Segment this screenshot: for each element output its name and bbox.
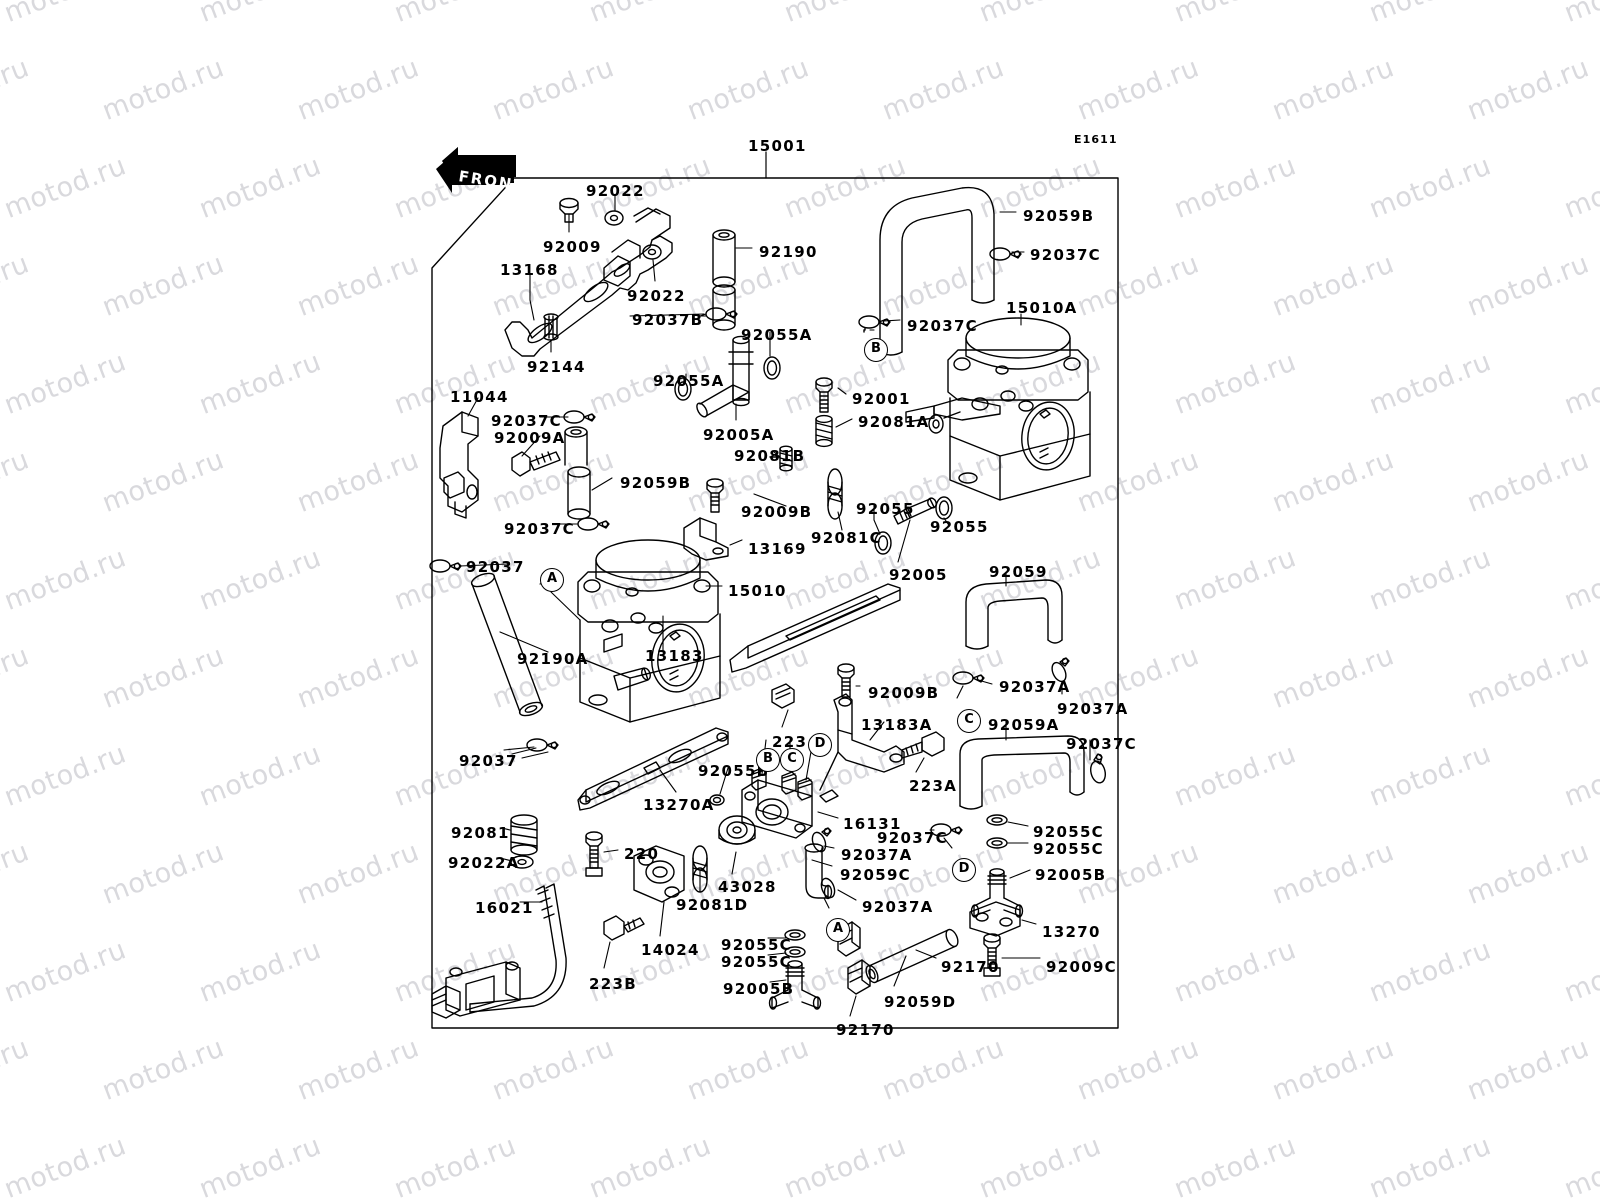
part-callout-15010[interactable]: 15010: [728, 582, 787, 600]
part-callout-92037C-t2[interactable]: 92037C: [907, 317, 978, 335]
part-callout-92037C-r[interactable]: 92037C: [1066, 735, 1137, 753]
part-callout-92144[interactable]: 92144: [527, 358, 586, 376]
part-callout-16021[interactable]: 16021: [475, 899, 534, 917]
part-callout-92170-r[interactable]: 92170: [941, 958, 1000, 976]
part-callout-92022A[interactable]: 92022A: [448, 854, 520, 872]
circled-ref-c: C: [957, 709, 981, 733]
part-callout-92055-2[interactable]: 92055: [930, 518, 989, 536]
part-callout-92009[interactable]: 92009: [543, 238, 602, 256]
part-callout-13168[interactable]: 13168: [500, 261, 559, 279]
part-callout-92005[interactable]: 92005: [889, 566, 948, 584]
diagram-frame: [431, 177, 1119, 1029]
circled-ref-b: B: [756, 748, 780, 772]
part-callout-92055C-r1[interactable]: 92055C: [1033, 823, 1104, 841]
part-callout-11044[interactable]: 11044: [450, 388, 509, 406]
part-callout-13270[interactable]: 13270: [1042, 923, 1101, 941]
part-callout-92005B-b[interactable]: 92005B: [723, 980, 795, 998]
part-callout-92059C[interactable]: 92059C: [840, 866, 911, 884]
part-callout-92001[interactable]: 92001: [852, 390, 911, 408]
part-callout-92190[interactable]: 92190: [759, 243, 818, 261]
carburetor-right: [905, 317, 1091, 501]
part-callout-13183[interactable]: 13183: [645, 647, 704, 665]
part-callout-92055C-b2[interactable]: 92055C: [721, 953, 792, 971]
part-callout-92081[interactable]: 92081: [451, 824, 510, 842]
part-callout-92037A-r1[interactable]: 92037A: [999, 678, 1071, 696]
part-callout-92037C-b[interactable]: 92037C: [877, 829, 948, 847]
part-callout-92059B-m[interactable]: 92059B: [620, 474, 692, 492]
circled-ref-d: D: [808, 733, 832, 757]
part-callout-92055B[interactable]: 92055B: [698, 762, 770, 780]
carburetor-left: [577, 539, 721, 723]
part-callout-15001[interactable]: 15001: [748, 137, 807, 155]
part-callout-92037C-m1[interactable]: 92037C: [491, 412, 562, 430]
part-callout-92081C[interactable]: 92081C: [811, 529, 882, 547]
part-callout-92022b[interactable]: 92022: [627, 287, 686, 305]
part-callout-92059A[interactable]: 92059A: [988, 716, 1060, 734]
part-callout-92059D[interactable]: 92059D: [884, 993, 957, 1011]
part-callout-92081B[interactable]: 92081B: [734, 447, 806, 465]
circled-ref-a: A: [826, 918, 850, 942]
part-callout-15010A[interactable]: 15010A: [1006, 299, 1078, 317]
part-callout-92005B-r[interactable]: 92005B: [1035, 866, 1107, 884]
part-callout-92037C-m2[interactable]: 92037C: [504, 520, 575, 538]
circled-ref-b: B: [864, 338, 888, 362]
circled-ref-d: D: [952, 858, 976, 882]
part-callout-92081A[interactable]: 92081A: [858, 413, 930, 431]
part-callout-92081D[interactable]: 92081D: [676, 896, 749, 914]
part-callout-92037A-r2[interactable]: 92037A: [1057, 700, 1129, 718]
part-callout-92037[interactable]: 92037: [466, 558, 525, 576]
part-callout-13169[interactable]: 13169: [748, 540, 807, 558]
part-callout-223[interactable]: 223: [772, 733, 808, 751]
part-callout-92055A-2[interactable]: 92055A: [653, 372, 725, 390]
part-callout-92055C-r2[interactable]: 92055C: [1033, 840, 1104, 858]
part-callout-92009A[interactable]: 92009A: [494, 429, 566, 447]
part-callout-92009B-c[interactable]: 92009B: [868, 684, 940, 702]
part-callout-92009B-m[interactable]: 92009B: [741, 503, 813, 521]
front-direction-arrow: FRONT: [436, 147, 524, 195]
part-callout-92037-l2[interactable]: 92037: [459, 752, 518, 770]
part-callout-16131[interactable]: 16131: [843, 815, 902, 833]
part-callout-92055C-b1[interactable]: 92055C: [721, 936, 792, 954]
part-callout-92170-b[interactable]: 92170: [836, 1021, 895, 1039]
part-callout-92037A-b1[interactable]: 92037A: [841, 846, 913, 864]
part-callout-92059B-top[interactable]: 92059B: [1023, 207, 1095, 225]
part-callout-92037C-t1[interactable]: 92037C: [1030, 246, 1101, 264]
part-callout-92190A[interactable]: 92190A: [517, 650, 589, 668]
part-callout-92055-1[interactable]: 92055: [856, 500, 915, 518]
part-callout-92037A-b2[interactable]: 92037A: [862, 898, 934, 916]
part-callout-92022t[interactable]: 92022: [586, 182, 645, 200]
part-callout-92059[interactable]: 92059: [989, 563, 1048, 581]
part-callout-14024[interactable]: 14024: [641, 941, 700, 959]
part-callout-92055A-1[interactable]: 92055A: [741, 326, 813, 344]
part-callout-43028[interactable]: 43028: [718, 878, 777, 896]
part-callout-92037B[interactable]: 92037B: [632, 311, 704, 329]
part-callout-220[interactable]: 220: [624, 845, 660, 863]
part-callout-223A[interactable]: 223A: [909, 777, 958, 795]
circled-ref-c: C: [780, 748, 804, 772]
part-callout-92005A[interactable]: 92005A: [703, 426, 775, 444]
part-callout-E1611[interactable]: E1611: [1074, 133, 1118, 146]
part-callout-13183A[interactable]: 13183A: [861, 716, 933, 734]
part-callout-13270A[interactable]: 13270A: [643, 796, 715, 814]
part-callout-223B[interactable]: 223B: [589, 975, 637, 993]
part-callout-92009C[interactable]: 92009C: [1046, 958, 1117, 976]
circled-ref-a: A: [540, 568, 564, 592]
